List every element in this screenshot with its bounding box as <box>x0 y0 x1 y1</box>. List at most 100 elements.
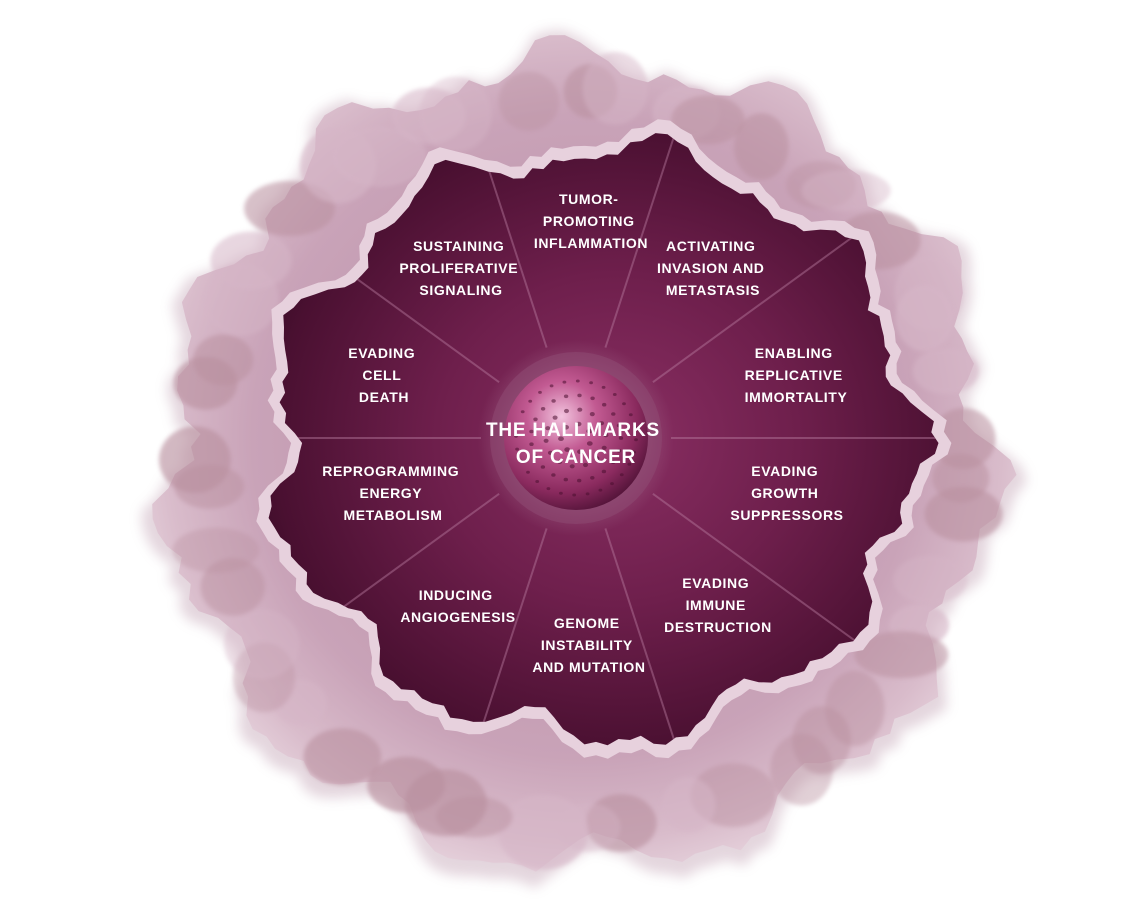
hallmark-label-line: TUMOR- <box>559 191 619 207</box>
sphere-pore <box>598 488 603 492</box>
membrane-bump <box>734 113 789 180</box>
hallmark-label-line: EVADING <box>682 575 749 591</box>
membrane-bump <box>303 728 382 786</box>
sphere-pore <box>586 441 593 446</box>
sphere-pore <box>599 421 605 426</box>
sphere-pore <box>612 393 617 396</box>
sphere-pore <box>577 449 583 455</box>
center-title-line: THE HALLMARKS <box>486 420 660 441</box>
sphere-pore <box>603 433 609 438</box>
sphere-pore <box>618 436 624 440</box>
hallmark-genome-instability-and-mutation: GENOME INSTABILITY AND MUTATION <box>532 615 645 675</box>
membrane-bump <box>172 527 260 573</box>
membrane-bump <box>661 777 716 833</box>
hallmark-label-line: EVADING <box>348 345 415 361</box>
hallmark-sustaining-proliferative-signaling: SUSTAINING PROLIFERATIVE SIGNALING <box>399 238 522 298</box>
sphere-pore <box>601 445 607 450</box>
sphere-pore <box>563 394 569 399</box>
hallmark-label-line: INSTABILITY <box>541 637 633 653</box>
membrane-bump <box>367 756 446 813</box>
hallmark-label-line: AND MUTATION <box>532 659 645 675</box>
membrane-texture <box>159 52 1003 870</box>
sphere-pore <box>586 428 593 434</box>
hallmark-label-line: ENERGY <box>360 485 423 501</box>
sphere-pore <box>533 454 538 459</box>
sphere-pore <box>575 379 580 383</box>
membrane-bump <box>419 76 492 153</box>
membrane-bump <box>854 631 949 679</box>
membrane-bump <box>671 95 745 145</box>
sphere-pore <box>516 422 520 426</box>
center-title: THE HALLMARKS OF CANCER <box>486 420 666 468</box>
membrane-bump <box>498 71 560 131</box>
hallmark-label-line: SUPPRESSORS <box>730 507 843 523</box>
sphere-pore <box>634 438 638 442</box>
center-title-line: OF CANCER <box>516 447 636 468</box>
center-sphere <box>504 366 648 510</box>
sphere-pore <box>558 436 564 442</box>
sphere-pore <box>529 429 534 434</box>
sphere-pore <box>572 493 577 497</box>
sphere-pore <box>602 402 607 407</box>
sphere-pore <box>514 434 518 438</box>
sphere-pore <box>622 402 626 406</box>
membrane-bump <box>210 231 292 290</box>
hallmark-label-line: ENABLING <box>755 345 833 361</box>
sphere-pore <box>526 470 530 474</box>
sphere-pore <box>577 478 582 483</box>
sphere-pore <box>585 492 590 496</box>
sphere-pore <box>563 425 569 430</box>
sphere-pore <box>564 408 569 414</box>
sphere-pore <box>577 393 582 398</box>
sphere-pore <box>535 480 540 483</box>
hallmark-evading-growth-suppressors: EVADING GROWTH SUPPRESSORS <box>730 463 843 523</box>
hallmark-tumor-promoting-inflammation: TUMOR- PROMOTING INFLAMMATION <box>534 191 648 251</box>
membrane-bump <box>498 794 589 870</box>
sphere-pore <box>557 459 563 464</box>
hallmark-label-line: IMMORTALITY <box>745 389 848 405</box>
hallmark-label-line: IMMUNE <box>686 597 746 613</box>
membrane-bump <box>895 285 954 352</box>
sphere-pore <box>619 473 624 477</box>
segment-divider <box>604 528 707 746</box>
sphere-pore <box>627 462 632 466</box>
segment-dividers <box>268 133 939 746</box>
hallmark-label-line: INDUCING <box>419 587 493 603</box>
hallmark-label-line: CELL <box>362 367 401 383</box>
sphere-pore <box>559 491 563 495</box>
sphere-pore <box>589 412 595 417</box>
sphere-pore <box>583 462 588 468</box>
membrane-bump <box>224 609 300 680</box>
hallmark-label-line: GROWTH <box>751 485 818 501</box>
sphere-pore <box>610 460 616 465</box>
membrane-bump <box>244 181 336 236</box>
hallmark-label-line: DESTRUCTION <box>664 619 772 635</box>
hallmark-label-line: SUSTAINING <box>413 238 504 254</box>
hallmark-label-line: PROLIFERATIVE <box>399 260 518 276</box>
hallmark-label-line: ANGIOGENESIS <box>400 609 515 625</box>
sphere-pore <box>540 407 546 411</box>
membrane-bump <box>801 170 891 212</box>
sphere-pore <box>577 407 583 412</box>
segment-divider <box>445 528 548 746</box>
membrane-bump <box>159 426 231 494</box>
membrane-bump <box>770 733 833 806</box>
membrane-bump <box>331 126 427 187</box>
sphere-pore <box>633 425 637 429</box>
hallmark-activating-invasion-and-metastasis: ACTIVATING INVASION AND METASTASIS <box>657 238 769 298</box>
hallmark-label-line: METASTASIS <box>666 282 760 298</box>
sphere-pore <box>519 459 524 463</box>
sphere-pore <box>529 442 534 447</box>
sphere-pore <box>547 450 553 455</box>
membrane-bump <box>912 348 979 394</box>
membrane-bump <box>924 486 1003 542</box>
membrane-bump <box>582 52 648 125</box>
hallmark-label-line: PROMOTING <box>543 213 635 229</box>
sphere-pores <box>514 379 638 497</box>
sphere-pore <box>569 464 575 469</box>
sphere-pore <box>546 487 551 491</box>
hallmark-label-line: SIGNALING <box>419 282 502 298</box>
hallmark-reprogramming-energy-metabolism: REPROGRAMMING ENERGY METABOLISM <box>322 463 463 523</box>
